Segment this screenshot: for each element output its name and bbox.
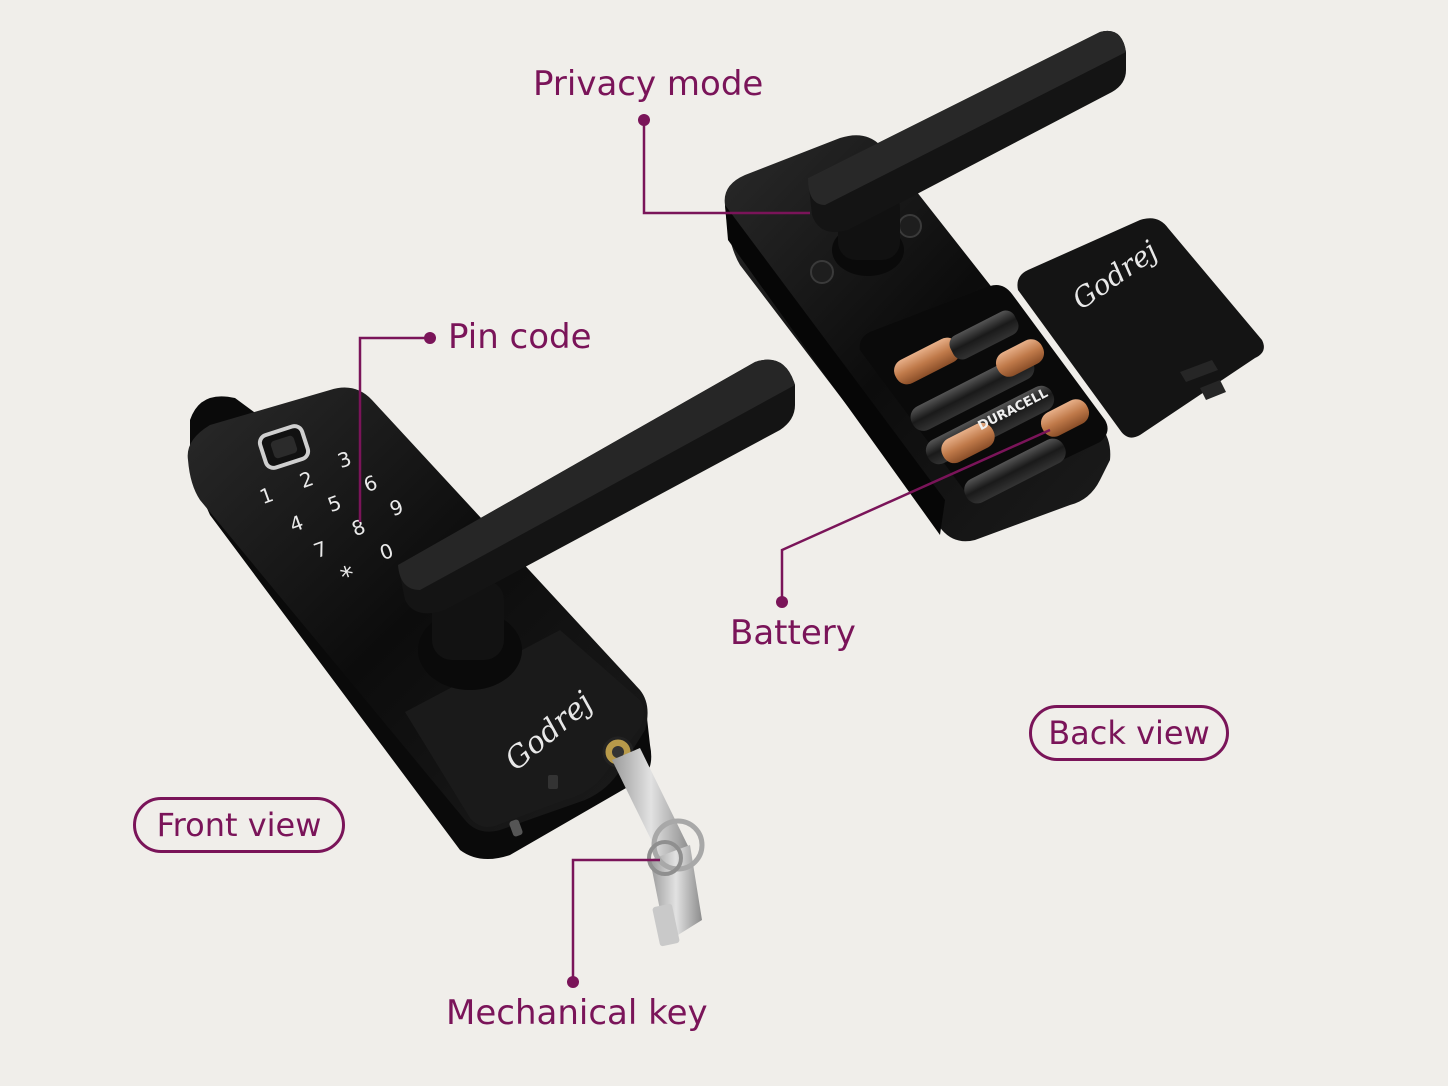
mechanical-key-dot — [567, 976, 579, 988]
back-lock: DURACELL Godrej — [724, 30, 1264, 542]
back-view-badge: Back view — [1029, 705, 1229, 761]
usb-port — [509, 819, 523, 837]
screw-hole — [898, 214, 922, 238]
privacy-mode-dot — [638, 114, 650, 126]
battery-cover — [1017, 218, 1264, 438]
front-view-badge: Front view — [133, 797, 345, 853]
mechanical-key-illustration — [612, 748, 705, 947]
battery-dot — [776, 596, 788, 608]
battery-leader — [780, 428, 1051, 602]
front-lock-lower-plate — [405, 630, 644, 827]
front-lock — [187, 359, 795, 947]
pin-code-leader — [358, 336, 430, 522]
callout-lines — [358, 120, 1051, 982]
privacy-mode-label: Privacy mode — [533, 64, 764, 104]
battery-label: Battery — [730, 613, 856, 653]
front-side-slot — [548, 775, 558, 789]
callout-dots — [424, 114, 788, 988]
battery-pack: DURACELL — [894, 310, 1090, 504]
mechanical-key-leader — [571, 858, 660, 982]
screw-hole — [810, 260, 834, 284]
pin-code-label: Pin code — [448, 317, 592, 357]
privacy-mode-leader — [642, 120, 810, 215]
pin-code-dot — [424, 332, 436, 344]
fingerprint-pad — [270, 435, 298, 459]
mechanical-key-label: Mechanical key — [446, 993, 708, 1033]
